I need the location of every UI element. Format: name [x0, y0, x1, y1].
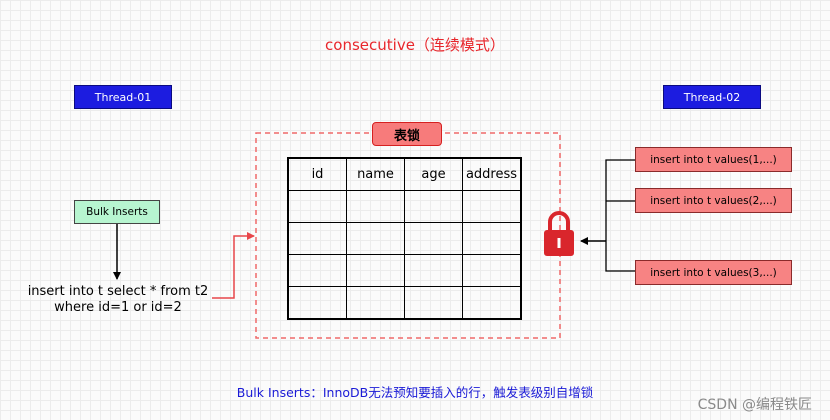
csdn-watermark: CSDN @编程铁匠: [697, 397, 812, 413]
sql-line-1: insert into t select * from t2: [27, 284, 209, 299]
table-cell: [462, 222, 522, 255]
table-row: [287, 286, 522, 320]
padlock-icon: [544, 211, 574, 256]
table-cell: [404, 286, 463, 320]
table-cell: [346, 254, 405, 287]
bulk-inserts-note: Bulk Inserts：InnoDB无法预知要插入的行，触发表级别自增锁: [236, 385, 594, 400]
thread-01-box: Thread-01: [74, 85, 172, 109]
table-cell: [404, 190, 463, 223]
table-row: [287, 190, 522, 223]
diagram-title: consecutive（连续模式）: [325, 36, 505, 54]
insert-statement-1: insert into t values(1,...): [635, 147, 792, 172]
table-header-row: id name age address: [287, 157, 522, 191]
bulk-sql-statement: insert into t select * from t2 where id=…: [18, 284, 218, 316]
table-cell: [404, 222, 463, 255]
insert-statement-3: insert into t values(3,...): [635, 260, 792, 285]
table-cell: [346, 222, 405, 255]
table-cell: [462, 254, 522, 287]
table-row: [287, 222, 522, 255]
table-lock-label: 表锁: [372, 122, 442, 146]
thread-02-box: Thread-02: [663, 85, 761, 109]
insert-statement-2: insert into t values(2,...): [635, 188, 792, 213]
table-row: [287, 254, 522, 287]
table-cell: [462, 190, 522, 223]
table-cell: [287, 254, 347, 287]
header-age: age: [404, 157, 463, 191]
table-cell: [346, 286, 405, 320]
table-cell: [287, 286, 347, 320]
table-cell: [287, 222, 347, 255]
sql-line-2: where id=1 or id=2: [54, 300, 182, 315]
header-address: address: [462, 157, 522, 191]
table-cell: [287, 190, 347, 223]
data-table: id name age address: [287, 157, 522, 320]
header-name: name: [346, 157, 405, 191]
table-cell: [462, 286, 522, 320]
bulk-inserts-box: Bulk Inserts: [74, 200, 160, 224]
table-cell: [404, 254, 463, 287]
sql-to-table-arrow: [212, 232, 255, 299]
header-id: id: [287, 157, 347, 191]
statements-bracket: [605, 159, 635, 272]
table-cell: [346, 190, 405, 223]
